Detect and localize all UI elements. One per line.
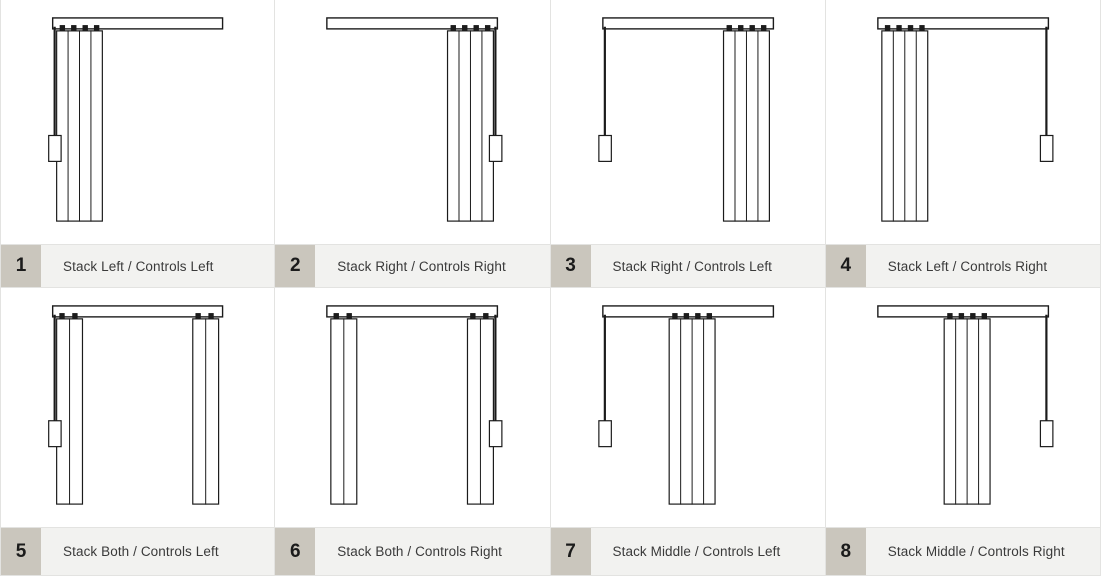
control-cord (48, 26, 62, 162)
option-label-3[interactable]: 3 Stack Right / Controls Left (550, 245, 826, 288)
option-label-wrap-4: Stack Left / Controls Right (865, 245, 1100, 287)
option-label-4[interactable]: 4 Stack Left / Controls Right (825, 245, 1101, 288)
option-number-2: 2 (275, 245, 316, 287)
blind-drawing (326, 305, 503, 505)
vane-stack-right (722, 25, 770, 222)
control-cord (597, 314, 612, 448)
option-label-wrap-7: Stack Middle / Controls Left (590, 528, 825, 575)
blind-diagram-5 (48, 305, 224, 505)
control-wand-weight (597, 134, 612, 162)
blind-drawing (48, 305, 224, 505)
vane-stack-split-left (56, 313, 84, 505)
head-rail (51, 17, 224, 30)
control-cord (1039, 314, 1054, 448)
head-rail (601, 17, 774, 30)
option-label-wrap-6: Stack Both / Controls Right (315, 528, 550, 575)
vane-stack-right (447, 25, 495, 222)
option-label-8[interactable]: 8 Stack Middle / Controls Right (825, 528, 1101, 576)
option-number-8: 8 (825, 528, 866, 575)
option-label-wrap-8: Stack Middle / Controls Right (865, 528, 1100, 575)
option-label-wrap-3: Stack Right / Controls Left (590, 245, 825, 287)
control-cord (1039, 26, 1054, 162)
blind-drawing (597, 305, 774, 505)
diagram-cell-7 (550, 288, 826, 528)
control-wand-weight (48, 420, 62, 448)
control-wand-weight (489, 420, 503, 448)
control-wand-weight (48, 134, 62, 162)
blind-drawing (597, 17, 774, 222)
control-wand-weight (597, 420, 612, 448)
diagram-cell-4 (825, 0, 1101, 245)
blind-diagram-4 (876, 17, 1054, 222)
option-label-wrap-1: Stack Left / Controls Left (41, 245, 275, 287)
option-label-text-1: Stack Left / Controls Left (63, 258, 214, 274)
option-label-text-2: Stack Right / Controls Right (337, 258, 506, 274)
head-rail (876, 17, 1049, 30)
option-number-1: 1 (1, 245, 41, 287)
option-label-wrap-2: Stack Right / Controls Right (315, 245, 550, 287)
control-cord (489, 314, 503, 448)
option-number-5: 5 (1, 528, 41, 575)
option-label-wrap-5: Stack Both / Controls Left (41, 528, 275, 575)
option-label-text-7: Stack Middle / Controls Left (612, 544, 781, 559)
head-rail (326, 305, 499, 318)
option-number-3: 3 (550, 245, 591, 287)
option-label-text-5: Stack Both / Controls Left (63, 544, 219, 559)
option-label-2[interactable]: 2 Stack Right / Controls Right (275, 245, 551, 288)
blind-drawing (48, 17, 224, 222)
diagram-cell-3 (550, 0, 826, 245)
blind-diagram-2 (326, 17, 503, 222)
option-label-5[interactable]: 5 Stack Both / Controls Left (0, 528, 276, 576)
control-wand-weight (1039, 420, 1054, 448)
control-wand-weight (489, 134, 503, 162)
diagram-cell-1 (0, 0, 276, 245)
control-cord (48, 314, 62, 448)
diagram-cell-6 (275, 288, 551, 528)
blind-diagram-3 (597, 17, 774, 222)
vane-stack-middle (943, 313, 991, 505)
blind-drawing (876, 17, 1054, 222)
diagram-cell-8 (825, 288, 1101, 528)
option-label-text-3: Stack Right / Controls Left (612, 258, 773, 274)
option-label-7[interactable]: 7 Stack Middle / Controls Left (550, 528, 826, 576)
control-wand-weight (1039, 134, 1054, 162)
diagram-cell-5 (0, 288, 276, 528)
vane-stack-split-right (192, 313, 220, 505)
option-label-text-4: Stack Left / Controls Right (887, 258, 1048, 274)
option-number-7: 7 (550, 528, 591, 575)
option-label-6[interactable]: 6 Stack Both / Controls Right (275, 528, 551, 576)
option-number-6: 6 (275, 528, 316, 575)
vane-stack-middle (668, 313, 716, 505)
diagram-cell-2 (275, 0, 551, 245)
blind-diagram-6 (326, 305, 503, 505)
vane-stack-split-right (467, 313, 495, 505)
control-cord (597, 26, 612, 162)
control-cord (489, 26, 503, 162)
head-rail (326, 17, 499, 30)
option-label-text-8: Stack Middle / Controls Right (887, 544, 1065, 559)
vane-stack-left (880, 25, 929, 222)
vane-stack-left (56, 25, 103, 222)
head-rail (51, 305, 224, 318)
option-label-1[interactable]: 1 Stack Left / Controls Left (0, 245, 276, 288)
blind-drawing (876, 305, 1054, 505)
blind-drawing (326, 17, 503, 222)
blind-diagram-8 (876, 305, 1054, 505)
option-label-text-6: Stack Both / Controls Right (337, 544, 503, 559)
blind-diagram-7 (597, 305, 774, 505)
vane-stack-split-left (330, 313, 358, 505)
blind-diagram-1 (48, 17, 224, 222)
option-number-4: 4 (825, 245, 866, 287)
